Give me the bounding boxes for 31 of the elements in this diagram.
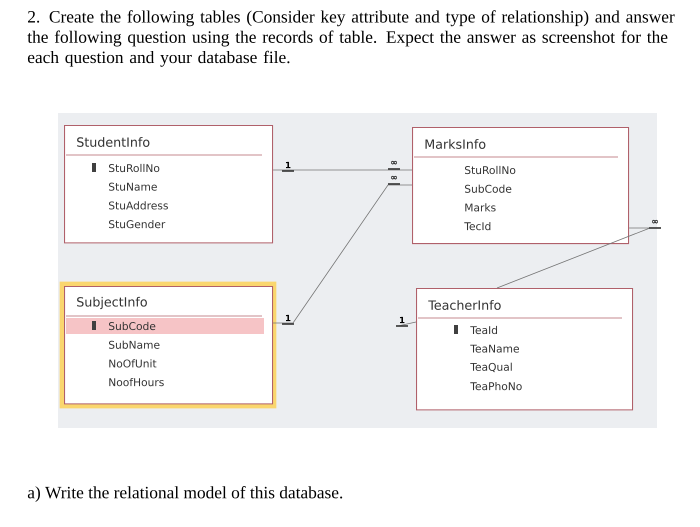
question-text: a) Write the relational model of this database. — [28, 486, 342, 502]
cardinality-label: ∞ — [388, 160, 400, 170]
field-name: TeaId — [470, 326, 498, 334]
table-box — [416, 288, 634, 410]
field-name: StuRollNo — [464, 166, 516, 174]
field-name: TeaName — [470, 344, 519, 353]
field-name: NoOfUnit — [109, 359, 156, 368]
table-title: TeacherInfo — [428, 300, 501, 310]
field-name: SubCode — [464, 184, 512, 193]
table-title: StudentInfo — [77, 137, 150, 147]
field-name: TecId — [464, 222, 490, 230]
cardinality-label: 1 — [282, 162, 294, 172]
cardinality-label: 1 — [282, 314, 294, 325]
question-text: 2. Create the following tables (Consider key attribute and type of relationship) and answer the following question using the records of table. Expect the answer as screenshot for the each question and your database file. — [27, 10, 675, 67]
table-box — [412, 127, 630, 244]
cardinality-label: ∞ — [649, 220, 661, 229]
field-name: StuAddress — [108, 201, 168, 210]
cardinality-label: 1 — [396, 316, 408, 327]
field-name: TeaQual — [470, 362, 512, 372]
table-title: SubjectInfo — [77, 296, 147, 310]
field-name: StuGender — [108, 220, 166, 228]
highlighted-row: SubCode — [66, 318, 264, 334]
field-name: Marks — [465, 203, 496, 212]
cardinality-label: ∞ — [388, 176, 400, 185]
field-name: StuRollNo — [108, 164, 160, 172]
field-name: TeaPhoNo — [470, 382, 522, 390]
table-box — [64, 125, 274, 244]
field-name: SubName — [108, 340, 160, 349]
field-name: StuName — [108, 182, 157, 191]
table-title: MarksInfo — [426, 139, 486, 149]
field-name: NoofHours — [109, 378, 164, 386]
